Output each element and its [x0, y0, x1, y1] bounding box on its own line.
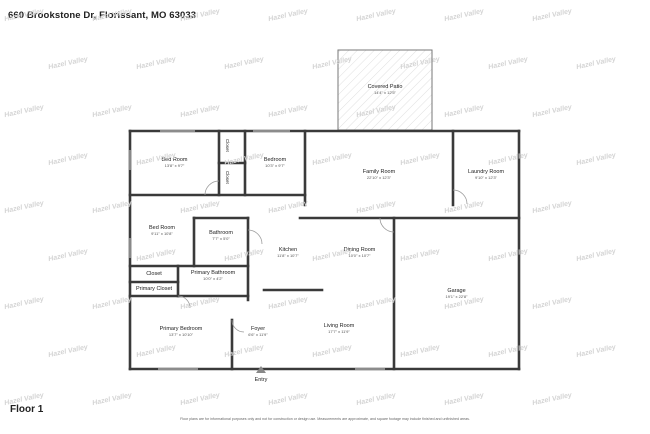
room-label-garage: Garage 19'1" x 22'8" [394, 288, 519, 299]
door-swings [177, 180, 468, 333]
room-name: Closet [225, 139, 230, 152]
room-name: Bedroom [263, 157, 287, 163]
room-dims: 19'1" x 22'8" [445, 294, 468, 299]
room-name: Foyer [250, 326, 266, 332]
property-address: 660 Brookstone Dr, Florissant, MO 63033 [8, 10, 197, 21]
windows [129, 130, 385, 370]
walls [128, 129, 521, 371]
room-label-primary-bathroom: Primary Bathroom 10'0" x 4'2" [178, 270, 248, 281]
room-dims: 9'10" x 12'3" [475, 175, 497, 180]
room-label-covered-patio: Covered Patio 14'4" x 12'5" [338, 84, 432, 95]
room-name: Primary Closet [135, 286, 173, 292]
room-label-bed-room-2: Bed Room 9'11" x 10'8" [130, 225, 194, 236]
room-label-living-room: Living Room 17'7" x 11'9" [284, 323, 394, 334]
room-name: Closet [225, 171, 230, 184]
room-dims: 10'0" x 10'7" [348, 253, 371, 258]
room-dims: 10'0" x 4'2" [203, 276, 223, 281]
room-name: Primary Bedroom [159, 326, 203, 332]
room-label-kitchen: Kitchen 11'8" x 10'7" [248, 247, 328, 258]
room-dims: 13'8" x 9'7" [164, 163, 185, 168]
room-label-bed-room-1: Bed Room 13'8" x 9'7" [130, 157, 219, 168]
room-label-closet-2: Closet [222, 171, 234, 193]
room-label-family-room: Family Room 22'10" x 12'3" [305, 169, 453, 180]
room-name: Covered Patio [367, 84, 403, 90]
room-label-primary-closet: Primary Closet [130, 286, 178, 292]
room-dims: 11'8" x 10'7" [277, 253, 299, 258]
room-dims: 22'10" x 12'3" [366, 175, 392, 180]
room-dims: 14'4" x 12'5" [374, 90, 396, 95]
room-name: Garage [447, 288, 466, 294]
room-label-closet-3: Closet [130, 271, 178, 277]
room-dims: 17'7" x 11'9" [328, 329, 350, 334]
floor-label: Floor 1 [10, 404, 44, 415]
room-label-foyer: Foyer 6'6" x 11'9" [232, 326, 284, 337]
room-name: Bathroom [209, 230, 233, 236]
room-dims: 13'7" x 10'10" [168, 332, 194, 337]
room-label-bedroom: Bedroom 10'3" x 9'7" [245, 157, 305, 168]
room-name: Closet [146, 271, 162, 277]
room-name: Bed Room [149, 225, 175, 231]
room-label-primary-bedroom: Primary Bedroom 13'7" x 10'10" [130, 326, 232, 337]
room-dims: 6'6" x 11'9" [248, 332, 268, 337]
entry-arrow [256, 366, 266, 373]
entry-label: Entry [254, 377, 268, 383]
room-dims: 9'11" x 10'8" [151, 231, 173, 236]
disclaimer-text: Floor plans are for informational purpos… [180, 417, 470, 421]
room-name: Dining Room [343, 247, 376, 253]
room-name: Primary Bathroom [190, 270, 236, 276]
room-label-laundry-room: Laundry Room 9'10" x 12'3" [453, 169, 519, 180]
room-name: Living Room [323, 323, 355, 329]
room-name: Laundry Room [467, 169, 505, 175]
room-label-dining-room: Dining Room 10'0" x 10'7" [325, 247, 394, 258]
room-name: Bed Room [161, 157, 188, 163]
room-label-bathroom: Bathroom 7'7" x 5'0" [194, 230, 248, 241]
room-dims: 7'7" x 5'0" [212, 236, 230, 241]
room-label-closet-1: Closet [222, 139, 234, 161]
room-dims: 10'3" x 9'7" [265, 163, 285, 168]
room-name: Family Room [362, 169, 396, 175]
room-name: Kitchen [278, 247, 298, 253]
